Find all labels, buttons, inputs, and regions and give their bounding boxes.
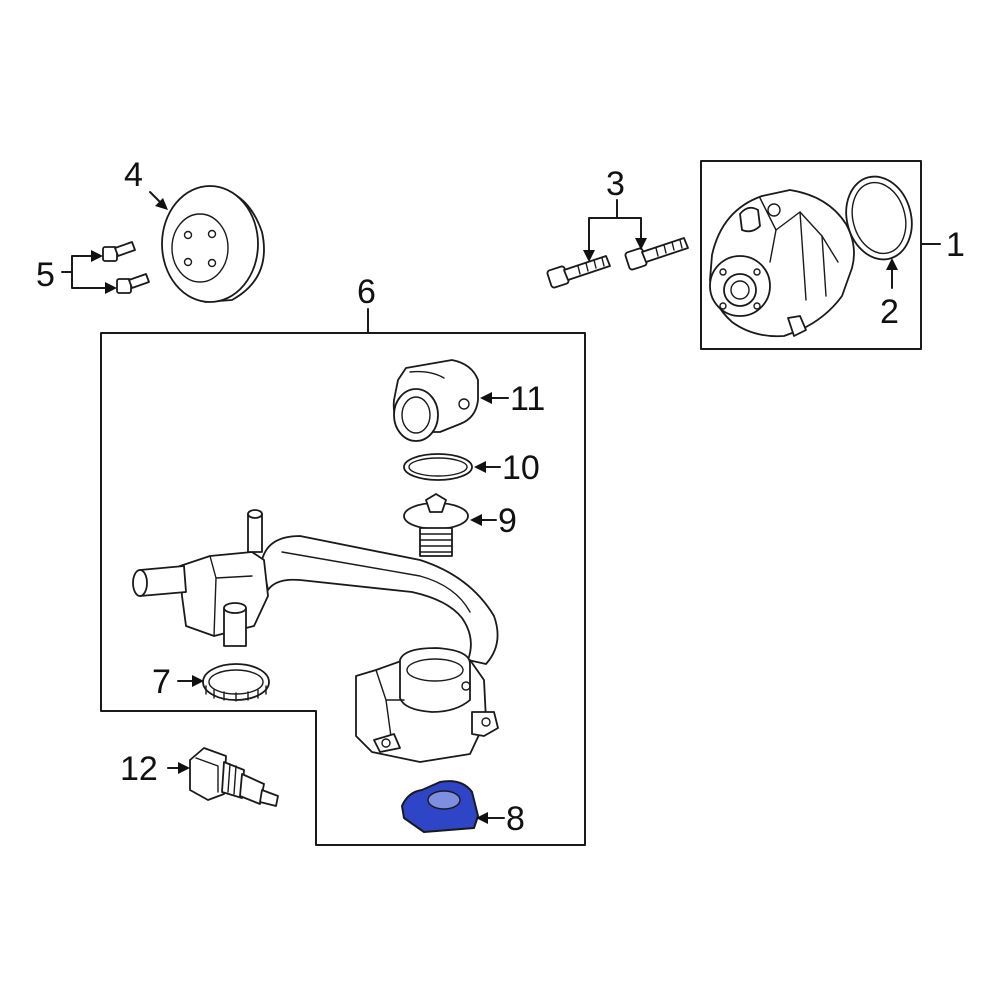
callout-11: 11 <box>510 380 545 418</box>
callout-9: 9 <box>498 502 517 540</box>
pump-bolt-2[interactable] <box>624 237 689 271</box>
callout-4: 4 <box>124 156 143 194</box>
water-pump-group-box <box>700 160 922 350</box>
outlet-pipe-seal[interactable] <box>202 663 270 702</box>
pulley-bolt-1[interactable] <box>102 241 136 262</box>
coolant-temperature-sensor[interactable] <box>189 747 279 807</box>
callout-1: 1 <box>946 226 965 264</box>
thermostat[interactable] <box>403 493 469 557</box>
water-pump-pulley[interactable] <box>161 185 265 303</box>
housing-gasket[interactable] <box>401 780 479 833</box>
callout-10: 10 <box>502 449 540 487</box>
callout-3: 3 <box>606 165 625 203</box>
water-pump-gasket[interactable] <box>837 169 921 267</box>
callout-7: 7 <box>152 663 171 701</box>
pump-bolt-1[interactable] <box>546 255 611 289</box>
housing-group-box <box>100 332 586 846</box>
water-pump[interactable] <box>709 189 855 338</box>
coolant-outlet-housing[interactable] <box>132 509 499 763</box>
callout-2: 2 <box>880 293 899 331</box>
callout-5: 5 <box>36 256 55 294</box>
thermostat-housing-cover[interactable] <box>392 359 479 442</box>
pulley-bolt-2[interactable] <box>116 273 150 294</box>
thermostat-seal[interactable] <box>403 453 473 481</box>
callout-12: 12 <box>120 750 158 788</box>
callout-8: 8 <box>506 800 525 838</box>
callout-6: 6 <box>357 273 376 311</box>
